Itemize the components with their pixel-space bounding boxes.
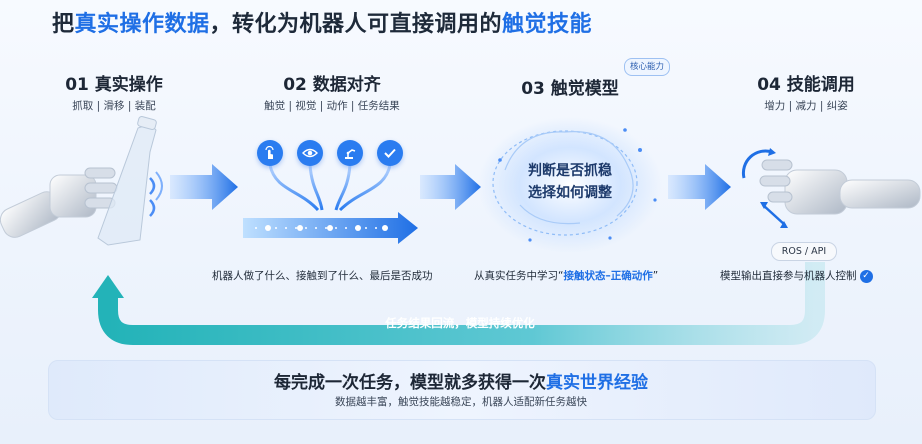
feedback-loop-label: 任务结果回流，模型持续优化 — [385, 316, 535, 330]
step-4-subtitle: 增力 | 减力 | 纠姿 — [764, 100, 848, 112]
brain-illustration — [478, 117, 662, 253]
summary-title: 每完成一次任务，模型就多获得一次真实世界经验 — [48, 368, 874, 393]
flow-arrow-2 — [420, 164, 481, 210]
brain-label: 判断是否抓稳 选择如何调整 — [500, 160, 640, 204]
step-1-subtitle: 抓取 | 滑移 | 装配 — [72, 100, 156, 112]
flow-arrow-3 — [668, 164, 731, 210]
headline-part-1: 把 — [52, 12, 75, 37]
step-4-caption-text: 模型输出直接参与机器人控制 — [720, 270, 857, 282]
flow-arrow-1 — [170, 164, 238, 210]
core-capability-badge: 核心能力 — [624, 58, 670, 76]
summary-subtitle: 数据越丰富，触觉技能越稳定，机器人适配新任务越快 — [335, 396, 587, 408]
ros-api-pill: ROS / API — [771, 242, 837, 261]
summary-title-highlight: 真实世界经验 — [546, 373, 648, 393]
step-4-caption: 模型输出直接参与机器人控制✓ — [720, 268, 873, 283]
step-3-title: 03 触觉模型 — [521, 79, 619, 99]
step-3-caption-highlight: 接触状态–正确动作 — [563, 270, 653, 282]
step-3-caption-post: ” — [652, 270, 659, 282]
step-2-title: 02 数据对齐 — [283, 75, 381, 95]
step-4-title: 04 技能调用 — [757, 75, 855, 95]
brain-line-1: 判断是否抓稳 — [528, 163, 612, 179]
robot-arm-icon — [337, 140, 363, 166]
aligned-data-bar — [243, 212, 418, 244]
headline-part-2: ，转化为机器人可直接调用的 — [209, 12, 503, 37]
headline: 把真实操作数据，转化为机器人可直接调用的触觉技能 — [52, 6, 592, 38]
headline-highlight-2: 触觉技能 — [502, 12, 593, 37]
eye-icon — [297, 140, 323, 166]
summary-card — [48, 360, 876, 420]
robot-hand-bottle-illustration — [0, 116, 163, 246]
touch-icon — [257, 140, 283, 166]
step-1-title: 01 真实操作 — [65, 75, 163, 95]
headline-highlight-1: 真实操作数据 — [74, 12, 210, 37]
summary-title-text: 每完成一次任务，模型就多获得一次 — [274, 373, 546, 393]
verified-check-icon: ✓ — [859, 269, 873, 283]
robot-hand-right-illustration — [741, 148, 921, 228]
data-alignment-flows — [268, 164, 392, 212]
check-icon — [377, 140, 403, 166]
step-3-caption-pre: 从真实任务中学习“ — [474, 270, 564, 282]
step-2-caption: 机器人做了什么、接触到了什么、最后是否成功 — [212, 270, 433, 282]
step-3-caption: 从真实任务中学习“接触状态–正确动作” — [474, 268, 658, 283]
brain-line-2: 选择如何调整 — [528, 185, 612, 201]
step-2-subtitle: 触觉 | 视觉 | 动作 | 任务结果 — [264, 100, 400, 112]
feedback-loop-arrow — [92, 262, 825, 345]
